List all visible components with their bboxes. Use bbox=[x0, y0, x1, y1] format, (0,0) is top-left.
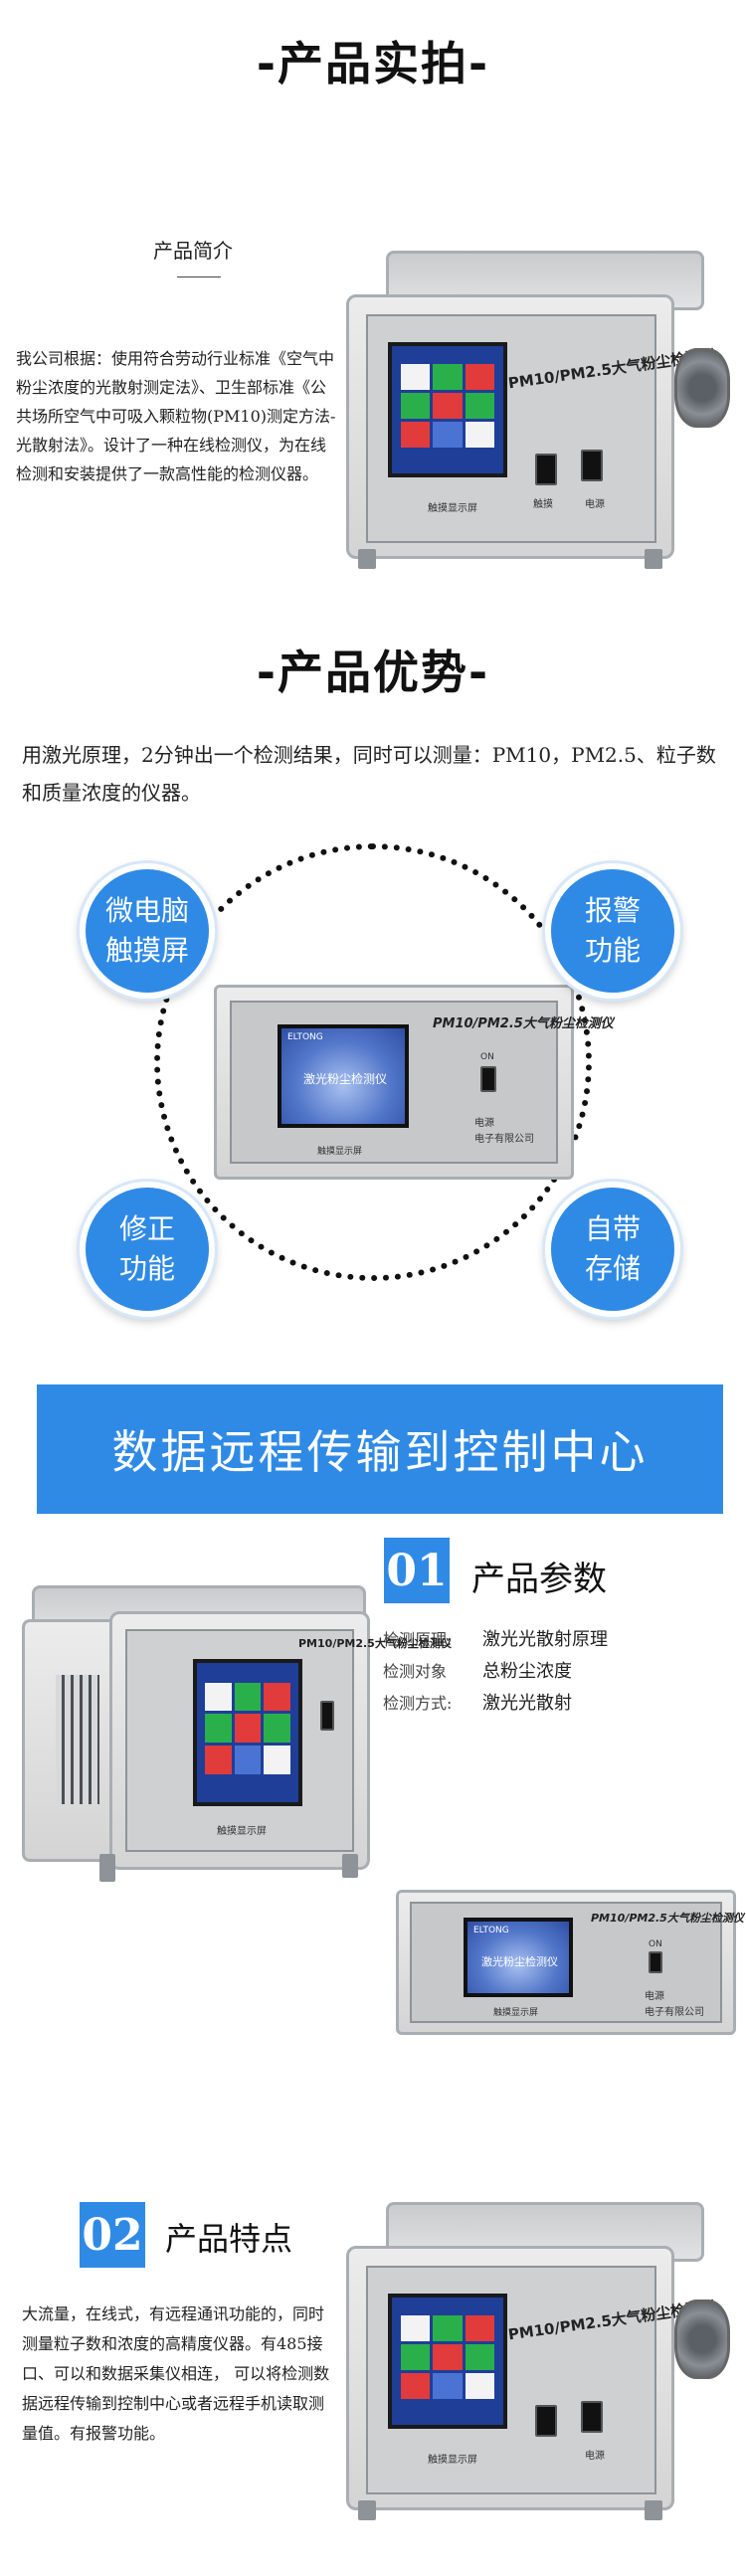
front-company-2: 电子有限公司 bbox=[645, 2007, 704, 2018]
dotted-ring bbox=[154, 843, 592, 1281]
spec-value: 激光光散射 bbox=[482, 1693, 572, 1714]
side-vent bbox=[56, 1675, 99, 1804]
front-panel-label-2: PM10/PM2.5大气粉尘检测仪 bbox=[591, 1912, 744, 1925]
device-screen-caption: 触摸显示屏 bbox=[428, 503, 477, 514]
power-switch bbox=[535, 454, 557, 485]
features-number-badge: 02 bbox=[80, 2202, 145, 2268]
features-text: 大流量，在线式，有远程通讯功能的，同时测量粒子数和浓度的高精度仪器。有485接口… bbox=[22, 2304, 330, 2443]
bottom-switch-2 bbox=[581, 2401, 603, 2433]
device-photo-top: PM10/PM2.5大气粉尘检测仪 触摸显示屏 触摸 电源 bbox=[346, 251, 730, 569]
bottom-switch-label: 电源 bbox=[585, 2451, 605, 2462]
front-screen-caption: 触摸显示屏 bbox=[317, 1147, 363, 1157]
screen-title: 激光粉尘检测仪 bbox=[303, 1072, 388, 1086]
device-photo-bottom: PM10/PM2.5大气粉尘检测仪 触摸显示屏 电源 bbox=[346, 2202, 730, 2520]
front-screen-2: ELTONG 激光粉尘检测仪 bbox=[464, 1918, 573, 1997]
feature-correction: 修正 功能 bbox=[80, 1182, 215, 1317]
device-front-panel-2: ELTONG 激光粉尘检测仪 PM10/PM2.5大气粉尘检测仪 ON 电源 电… bbox=[396, 1890, 744, 2035]
spec-key: 检测方式: bbox=[383, 1694, 453, 1713]
front-on-mark-2: ON bbox=[649, 1939, 662, 1949]
feature-storage: 自带 存储 bbox=[545, 1182, 680, 1317]
feature-alarm: 报警 功能 bbox=[545, 863, 680, 999]
angled-switch bbox=[320, 1701, 334, 1731]
front-screen-caption-2: 触摸显示屏 bbox=[493, 2008, 539, 2018]
spec-row-object: 检测对象 总粉尘浓度 bbox=[383, 1657, 572, 1683]
params-heading: 产品参数 bbox=[471, 1560, 607, 1599]
features-heading: 产品特点 bbox=[165, 2220, 293, 2258]
feature-2-line1: 报警 bbox=[584, 894, 641, 927]
screen-brand-2: ELTONG bbox=[473, 1926, 509, 1935]
screen-brand: ELTONG bbox=[287, 1032, 323, 1042]
section-title-advantages: -产品优势- bbox=[256, 645, 490, 699]
intro-text: 我公司根据：使用符合劳动行业标准《空气中粉尘浓度的光散射测定法》、卫生部标准《公… bbox=[16, 349, 336, 483]
device-photo-angled: PM10/PM2.5大气粉尘检测仪 触摸显示屏 bbox=[22, 1585, 452, 1884]
spec-key: 检测对象 bbox=[383, 1662, 448, 1681]
feature-4-line2: 存储 bbox=[584, 1252, 641, 1285]
screen-title-2: 激光粉尘检测仪 bbox=[481, 1955, 558, 1968]
advantages-text: 用激光原理，2分钟出一个检测结果，同时可以测量：PM10，PM2.5、粒子数和质… bbox=[22, 743, 716, 805]
params-number-badge: 01 bbox=[384, 1538, 450, 1603]
bottom-screen-caption: 触摸显示屏 bbox=[428, 2455, 477, 2466]
switch-label-left: 触摸 bbox=[533, 499, 553, 510]
angled-panel-label: PM10/PM2.5大气粉尘检测仪 bbox=[298, 1637, 452, 1650]
spec-value: 总粉尘浓度 bbox=[482, 1661, 572, 1682]
switch-label-right: 电源 bbox=[585, 499, 605, 510]
intro-heading: 产品简介 bbox=[153, 239, 233, 263]
front-on-mark: ON bbox=[480, 1052, 494, 1062]
feature-4-line1: 自带 bbox=[584, 1212, 641, 1245]
device-front-panel: ELTONG 激光粉尘检测仪 PM10/PM2.5大气粉尘检测仪 ON 电源 电… bbox=[214, 985, 614, 1180]
spec-row-principle: 检测原理: 激光光散射原理 bbox=[383, 1625, 608, 1651]
bottom-inlet-knob-icon bbox=[674, 2300, 730, 2379]
front-panel-label: PM10/PM2.5大气粉尘检测仪 bbox=[433, 1016, 614, 1031]
front-switch-label-2: 电源 bbox=[645, 1991, 664, 2002]
section-title-photos: -产品实拍- bbox=[256, 37, 490, 91]
front-screen: ELTONG 激光粉尘检测仪 bbox=[278, 1024, 409, 1128]
bottom-switch-1 bbox=[535, 2405, 557, 2437]
front-switch-label: 电源 bbox=[474, 1118, 494, 1129]
spec-row-method: 检测方式: 激光光散射 bbox=[383, 1689, 572, 1715]
front-company: 电子有限公司 bbox=[474, 1134, 534, 1145]
front-switch-2 bbox=[649, 1951, 662, 1973]
front-switch bbox=[480, 1066, 496, 1092]
device-screen-bottom bbox=[388, 2294, 507, 2429]
feature-1-line2: 触摸屏 bbox=[104, 934, 189, 967]
remote-transfer-banner: 数据远程传输到控制中心 bbox=[37, 1384, 723, 1514]
power-switch-2 bbox=[581, 450, 603, 481]
feature-touchscreen: 微电脑 触摸屏 bbox=[80, 863, 215, 999]
intro-heading-underline bbox=[177, 276, 221, 277]
spec-value: 激光光散射原理 bbox=[482, 1629, 608, 1650]
spec-key: 检测原理: bbox=[383, 1630, 453, 1649]
feature-2-line2: 功能 bbox=[584, 934, 641, 967]
feature-3-line1: 修正 bbox=[118, 1212, 175, 1245]
inlet-knob-icon bbox=[674, 348, 730, 428]
feature-3-line2: 功能 bbox=[118, 1252, 175, 1285]
feature-1-line1: 微电脑 bbox=[104, 894, 189, 927]
angled-screen-caption: 触摸显示屏 bbox=[217, 1826, 267, 1837]
angled-screen bbox=[193, 1659, 302, 1806]
device-screen bbox=[388, 342, 507, 477]
